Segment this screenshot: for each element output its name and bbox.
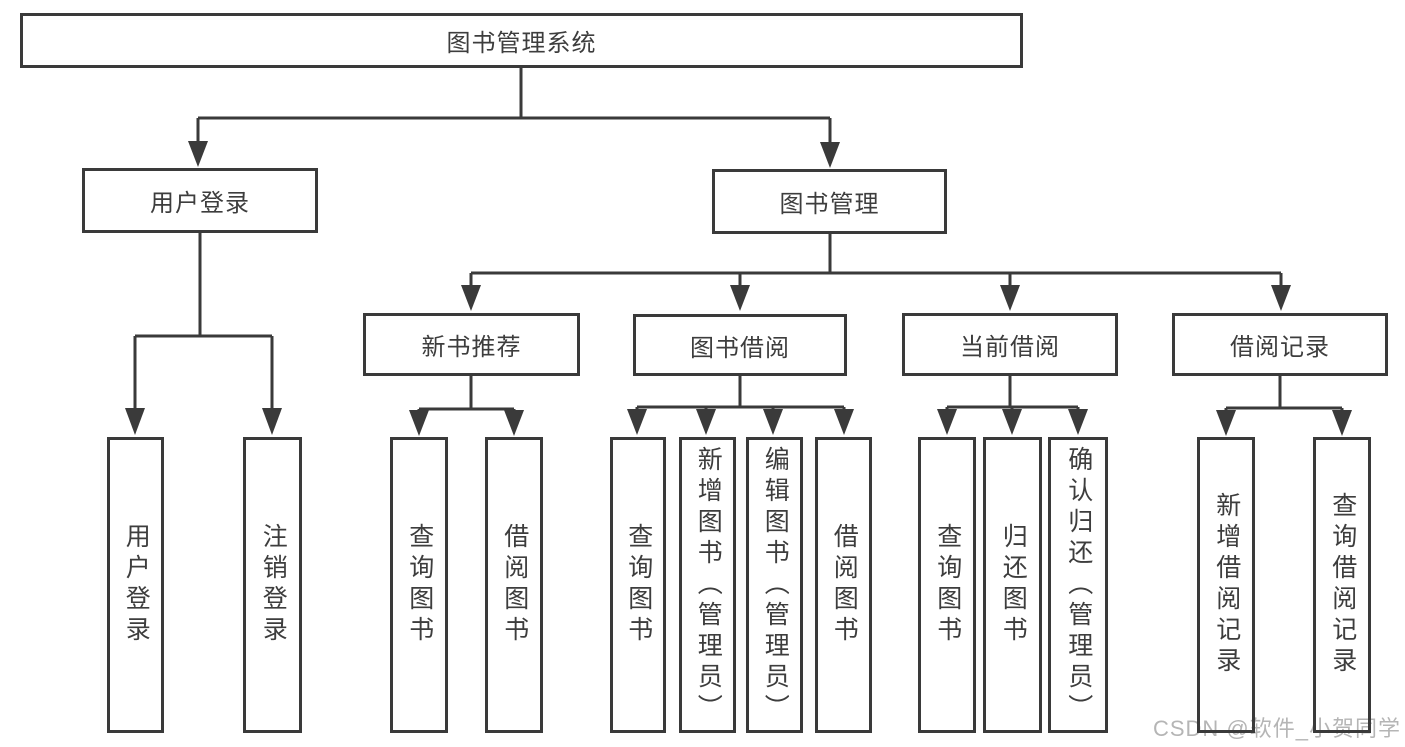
connector-new-book-recommend-to-children <box>409 376 524 436</box>
leaf-borrow-books-recommend-label: 借阅图书 <box>500 523 529 647</box>
arrow-down-icon <box>1068 409 1088 435</box>
leaf-confirm-return-admin-label: 确认归还（管理员） <box>1064 445 1093 725</box>
leaf-return-book-label: 归还图书 <box>999 523 1028 647</box>
node-book-borrow: 图书借阅 <box>633 314 847 376</box>
leaf-edit-book-admin-label: 编辑图书（管理员） <box>761 445 790 725</box>
leaf-query-books-current: 查询图书 <box>918 437 976 733</box>
connector-root-to-level2 <box>188 68 840 168</box>
leaf-confirm-return-admin: 确认归还（管理员） <box>1048 437 1108 733</box>
node-root: 图书管理系统 <box>20 13 1023 68</box>
arrow-down-icon <box>696 409 716 435</box>
leaf-query-books-recommend-label: 查询图书 <box>405 523 434 647</box>
connector-current-borrow-to-children <box>937 376 1088 435</box>
arrow-down-icon <box>504 410 524 436</box>
leaf-borrow-books-label: 借阅图书 <box>830 523 859 647</box>
arrow-down-icon <box>188 141 208 167</box>
arrow-down-icon <box>763 409 783 435</box>
leaf-borrow-books-recommend: 借阅图书 <box>485 437 543 733</box>
arrow-down-icon <box>834 409 854 435</box>
arrow-down-icon <box>1332 410 1352 436</box>
arrow-down-icon <box>1000 285 1020 311</box>
node-new-book-recommend: 新书推荐 <box>363 313 580 376</box>
leaf-user-login-label: 用户登录 <box>122 523 151 647</box>
leaf-add-book-admin: 新增图书（管理员） <box>679 437 736 733</box>
arrow-down-icon <box>937 409 957 435</box>
node-new-book-recommend-label: 新书推荐 <box>421 334 522 361</box>
connector-user-login-to-children <box>125 233 282 435</box>
leaf-add-book-admin-label: 新增图书（管理员） <box>694 445 723 725</box>
connector-borrow-record-to-children <box>1216 376 1352 436</box>
arrow-down-icon <box>409 410 429 436</box>
leaf-query-borrow-record: 查询借阅记录 <box>1313 437 1371 733</box>
leaf-user-login: 用户登录 <box>107 437 164 733</box>
leaf-borrow-books: 借阅图书 <box>815 437 872 733</box>
arrow-down-icon <box>730 285 750 311</box>
arrow-down-icon <box>461 285 481 311</box>
node-current-borrow: 当前借阅 <box>902 313 1118 376</box>
arrow-down-icon <box>125 408 145 435</box>
arrow-down-icon <box>1271 285 1291 311</box>
node-book-mgmt: 图书管理 <box>712 169 947 234</box>
arrow-down-icon <box>627 409 647 435</box>
leaf-logout: 注销登录 <box>243 437 302 733</box>
leaf-query-books-current-label: 查询图书 <box>933 523 962 647</box>
leaf-query-books-borrow-label: 查询图书 <box>624 523 653 647</box>
leaf-query-borrow-record-label: 查询借阅记录 <box>1328 492 1357 678</box>
leaf-return-book: 归还图书 <box>983 437 1042 733</box>
connector-book-mgmt-to-level3 <box>461 234 1291 311</box>
node-root-label: 图书管理系统 <box>446 30 597 57</box>
leaf-edit-book-admin: 编辑图书（管理员） <box>746 437 803 733</box>
arrow-down-icon <box>262 408 282 435</box>
arrow-down-icon <box>1002 409 1022 435</box>
node-user-login-label: 用户登录 <box>150 190 250 217</box>
leaf-add-borrow-record: 新增借阅记录 <box>1197 437 1255 733</box>
node-current-borrow-label: 当前借阅 <box>960 334 1060 361</box>
arrow-down-icon <box>1216 410 1236 436</box>
leaf-add-borrow-record-label: 新增借阅记录 <box>1212 492 1241 678</box>
node-borrow-record: 借阅记录 <box>1172 313 1388 376</box>
connector-book-borrow-to-children <box>627 376 854 435</box>
arrow-down-icon <box>820 142 840 168</box>
node-book-mgmt-label: 图书管理 <box>779 191 880 218</box>
leaf-query-books-borrow: 查询图书 <box>610 437 666 733</box>
node-borrow-record-label: 借阅记录 <box>1230 334 1330 361</box>
leaf-query-books-recommend: 查询图书 <box>390 437 448 733</box>
leaf-logout-label: 注销登录 <box>259 523 288 647</box>
node-book-borrow-label: 图书借阅 <box>690 334 790 362</box>
watermark-text: CSDN @软件_小贺同学 <box>1152 716 1401 741</box>
node-user-login: 用户登录 <box>82 168 318 233</box>
